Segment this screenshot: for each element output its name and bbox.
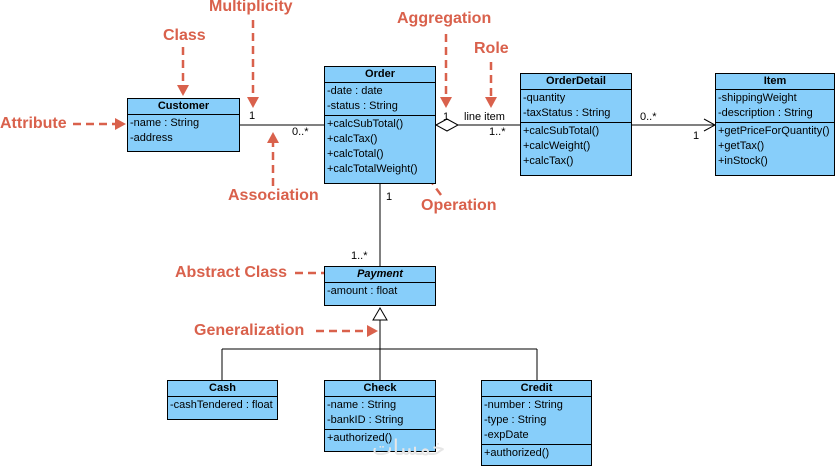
operation: +calcTotal(): [327, 148, 384, 160]
attributes: -name : String -address: [128, 115, 239, 147]
attribute: -name : String: [130, 117, 200, 129]
attribute: -shippingWeight: [718, 92, 797, 104]
attribute: -address: [130, 132, 173, 144]
anno-operation: Operation: [421, 197, 497, 214]
operation: +getPriceForQuantity(): [718, 125, 830, 137]
operations: +calcSubTotal() +calcWeight() +calcTax(): [521, 123, 631, 170]
class-check[interactable]: Check -name : String -bankID : String +a…: [324, 380, 436, 452]
mult-orderdetail: 1..*: [489, 126, 506, 138]
watermark: خمسات: [372, 436, 446, 461]
mult-order-orderdetail: 1: [443, 111, 450, 123]
mult-order-payment: 1: [386, 191, 393, 203]
class-name: OrderDetail: [521, 74, 631, 90]
mult-order-customer: 0..*: [292, 126, 309, 138]
anno-head-multiplicity: [247, 97, 259, 108]
anno-head-class: [177, 85, 189, 96]
operations: +calcSubTotal() +calcTax() +calcTotal() …: [325, 116, 435, 178]
anno-head-aggregation: [440, 97, 452, 108]
anno-class: Class: [163, 27, 206, 44]
operation: +calcWeight(): [523, 140, 591, 152]
operation: +calcSubTotal(): [327, 118, 404, 130]
operations: +getPriceForQuantity() +getTax() +inStoc…: [716, 123, 834, 170]
operation: +inStock(): [718, 155, 768, 167]
mult-customer: 1: [249, 110, 256, 122]
attribute: -number : String: [484, 399, 563, 411]
attribute: -quantity: [523, 92, 566, 104]
attribute: -cashTendered : float: [170, 399, 273, 411]
class-name: Credit: [482, 381, 591, 397]
operation: +calcTax(): [523, 155, 574, 167]
anno-generalization: Generalization: [194, 322, 305, 339]
class-name: Customer: [128, 99, 239, 115]
attribute: -bankID : String: [327, 414, 404, 426]
aggregation-diamond: [434, 118, 460, 132]
attributes: -date : date -status : String: [325, 83, 435, 116]
anno-association: Association: [228, 187, 319, 204]
attribute: -type : String: [484, 414, 547, 426]
attributes: -quantity -taxStatus : String: [521, 90, 631, 123]
anno-head-attribute: [115, 118, 126, 130]
anno-attribute: Attribute: [0, 115, 67, 132]
class-credit[interactable]: Credit -number : String -type : String -…: [481, 380, 592, 466]
role-label: line item: [464, 111, 505, 123]
attributes: -shippingWeight -description : String: [716, 90, 834, 123]
mult-orderdetail-item: 0..*: [640, 111, 657, 123]
operations: +authorized(): [325, 430, 435, 447]
class-name: Order: [325, 67, 435, 83]
attribute: -description : String: [718, 107, 813, 119]
class-name: Cash: [168, 381, 277, 397]
class-name: Payment: [325, 267, 435, 283]
anno-head-role: [485, 97, 497, 108]
attribute: -status : String: [327, 100, 398, 112]
attributes: -cashTendered : float: [168, 397, 277, 414]
attribute: -date : date: [327, 85, 383, 97]
operation: +calcTax(): [327, 133, 378, 145]
anno-multiplicity: Multiplicity: [209, 0, 293, 15]
attribute: -amount : float: [327, 285, 398, 297]
class-payment[interactable]: Payment -amount : float: [324, 266, 436, 306]
mult-item: 1: [693, 130, 700, 142]
attributes: -amount : float: [325, 283, 435, 300]
class-name: Item: [716, 74, 834, 90]
class-name: Check: [325, 381, 435, 397]
attribute: -name : String: [327, 399, 397, 411]
class-cash[interactable]: Cash -cashTendered : float: [167, 380, 278, 420]
attributes: -name : String -bankID : String: [325, 397, 435, 430]
attribute: -expDate: [484, 429, 529, 441]
mult-payment: 1..*: [351, 250, 368, 262]
anno-aggregation: Aggregation: [397, 10, 492, 27]
attribute: -taxStatus : String: [523, 107, 611, 119]
operation: +authorized(): [484, 447, 550, 459]
generalization-triangle: [372, 307, 388, 321]
anno-head-association: [267, 132, 279, 143]
operation: +getTax(): [718, 140, 765, 152]
operation: +calcSubTotal(): [523, 125, 600, 137]
class-item[interactable]: Item -shippingWeight -description : Stri…: [715, 73, 835, 176]
anno-abstract-class: Abstract Class: [175, 264, 288, 281]
anno-head-generalization: [367, 325, 378, 337]
operation: +calcTotalWeight(): [327, 163, 418, 175]
class-order[interactable]: Order -date : date -status : String +cal…: [324, 66, 436, 184]
operation: +authorized(): [327, 432, 393, 444]
anno-role: Role: [474, 40, 509, 57]
attributes: -number : String -type : String -expDate: [482, 397, 591, 445]
class-customer[interactable]: Customer -name : String -address: [127, 98, 240, 152]
class-orderdetail[interactable]: OrderDetail -quantity -taxStatus : Strin…: [520, 73, 632, 176]
operations: +authorized(): [482, 445, 591, 462]
